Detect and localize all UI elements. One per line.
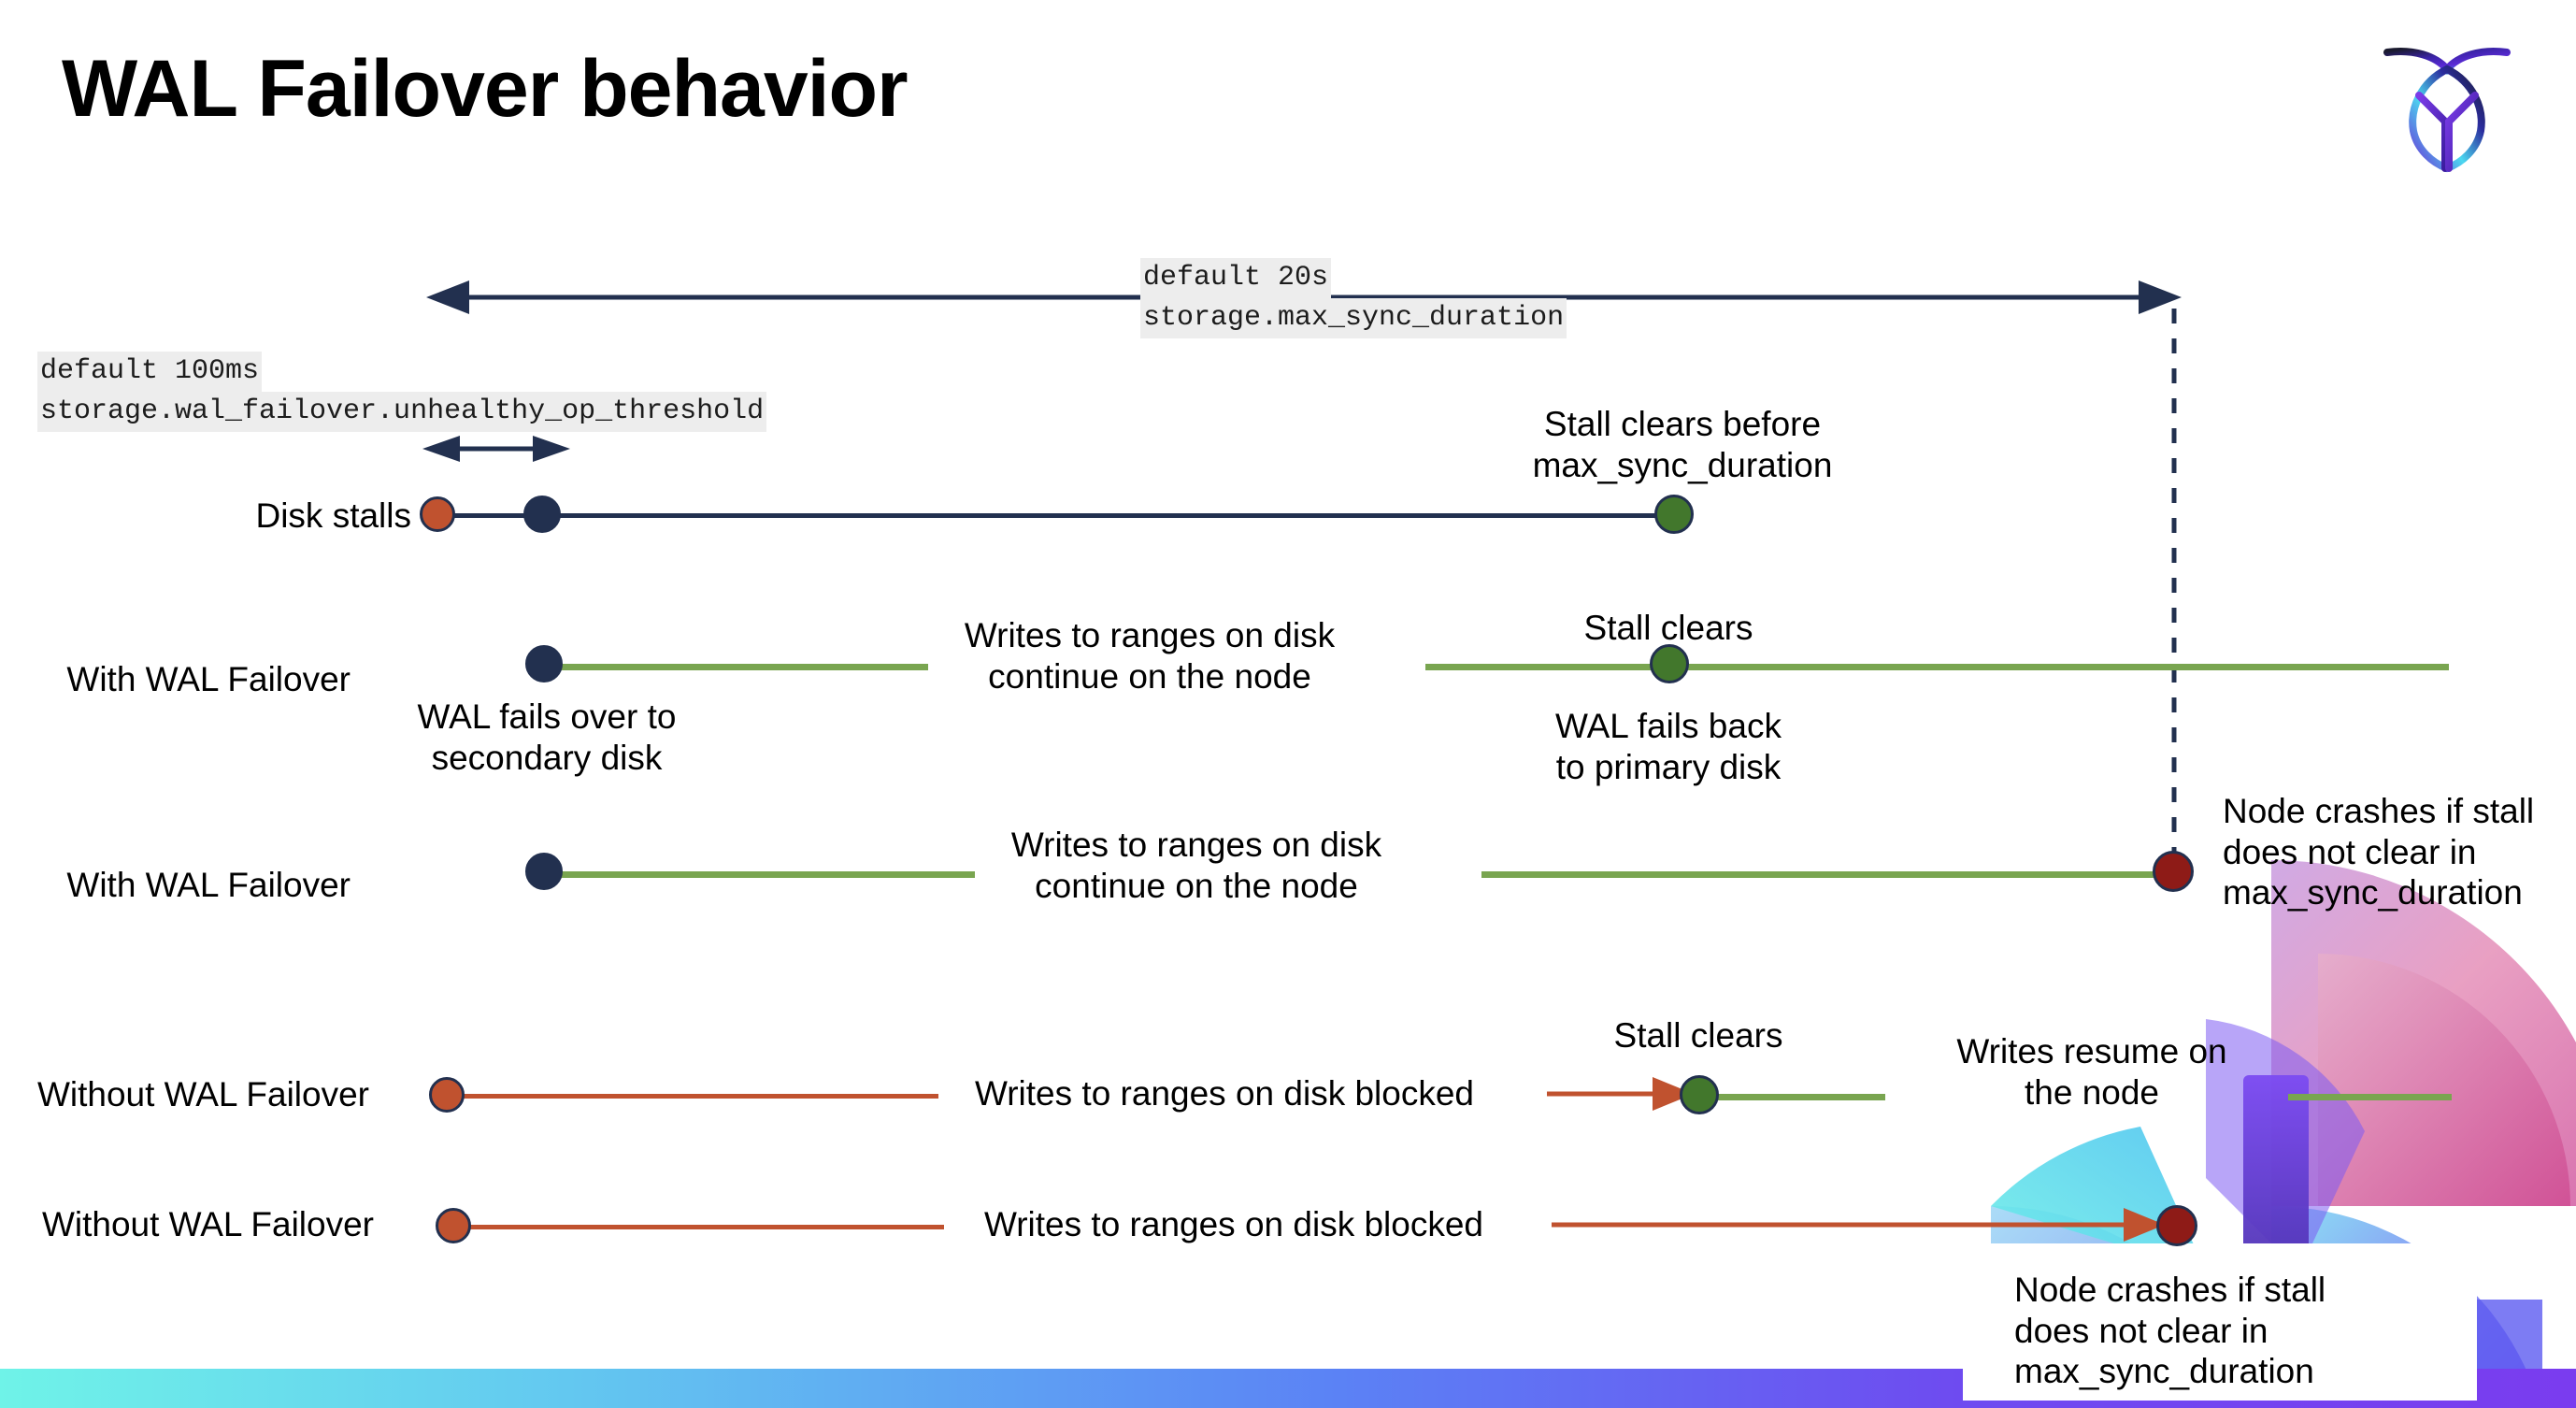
crash-note-backdrop: [1963, 1251, 2477, 1401]
wal-failover2-crash-dot: [2153, 851, 2194, 892]
writes-blocked-note-2: Writes to ranges on disk blocked: [983, 1205, 1484, 1243]
wal-failover2-line-right: [1481, 871, 2178, 878]
wal-failover2-line-left: [540, 871, 975, 878]
stall-clears-before-note: Stall clears before max_sync_duration: [1532, 405, 1833, 484]
disk-stall-line: [439, 513, 1673, 518]
cockroachdb-logo-icon: [2383, 48, 2511, 173]
wal-failover-line-left: [540, 664, 928, 670]
wal-failover-line-right: [1425, 664, 2449, 670]
without-wal2-red-line: [458, 1225, 944, 1229]
unhealthy-setting-chip: storage.wal_failover.unhealthy_op_thresh…: [37, 392, 767, 433]
without-wal1-green-line-far: [2288, 1094, 2452, 1100]
without-wal2-crash-dot: [2156, 1205, 2197, 1246]
stall-clears-note-2: Stall clears: [1613, 1016, 1783, 1055]
max-sync-setting-chip: storage.max_sync_duration: [1140, 298, 1567, 339]
stall-clears-note-1: Stall clears: [1583, 609, 1753, 647]
writes-continue-note-2: Writes to ranges on disk continue on the…: [1010, 826, 1382, 905]
disk-stall-failover-dot: [523, 496, 561, 533]
disk-stall-clear-dot: [1654, 495, 1694, 534]
node-crashes-note-2: Node crashes if stall does not clear in …: [2014, 1271, 2326, 1391]
row-label-without-wal-failover-2: Without WAL Failover: [41, 1205, 374, 1243]
node-crashes-note-1: Node crashes if stall does not clear in …: [2223, 792, 2535, 912]
without-wal1-start-dot: [429, 1077, 465, 1113]
without-wal2-start-dot: [436, 1208, 471, 1243]
wal-failover-start-dot: [525, 645, 563, 682]
writes-blocked-note-1: Writes to ranges on disk blocked: [974, 1074, 1475, 1113]
wal-failover-clear-dot: [1650, 644, 1689, 683]
writes-resume-note: Writes resume on the node: [1956, 1032, 2227, 1112]
unhealthy-default-chip: default 100ms: [37, 352, 263, 393]
wal-fails-over-note: WAL fails over to secondary disk: [417, 697, 677, 777]
without-wal1-green-line: [1712, 1094, 1885, 1100]
wal-failover2-start-dot: [525, 853, 563, 890]
writes-continue-note-1: Writes to ranges on disk continue on the…: [964, 616, 1336, 696]
without-wal1-red-line: [452, 1094, 938, 1099]
max-sync-default-chip: default 20s: [1140, 258, 1332, 299]
page-title: WAL Failover behavior: [62, 44, 909, 134]
row-label-without-wal-failover-1: Without WAL Failover: [36, 1075, 369, 1113]
wal-fails-back-note: WAL fails back to primary disk: [1555, 707, 1782, 786]
without-wal1-clear-dot: [1680, 1075, 1719, 1114]
row-label-disk-stalls: Disk stalls: [255, 496, 411, 535]
disk-stall-start-dot: [420, 496, 455, 532]
row-label-with-wal-failover-2: With WAL Failover: [66, 866, 351, 904]
row-label-with-wal-failover-1: With WAL Failover: [66, 660, 351, 698]
